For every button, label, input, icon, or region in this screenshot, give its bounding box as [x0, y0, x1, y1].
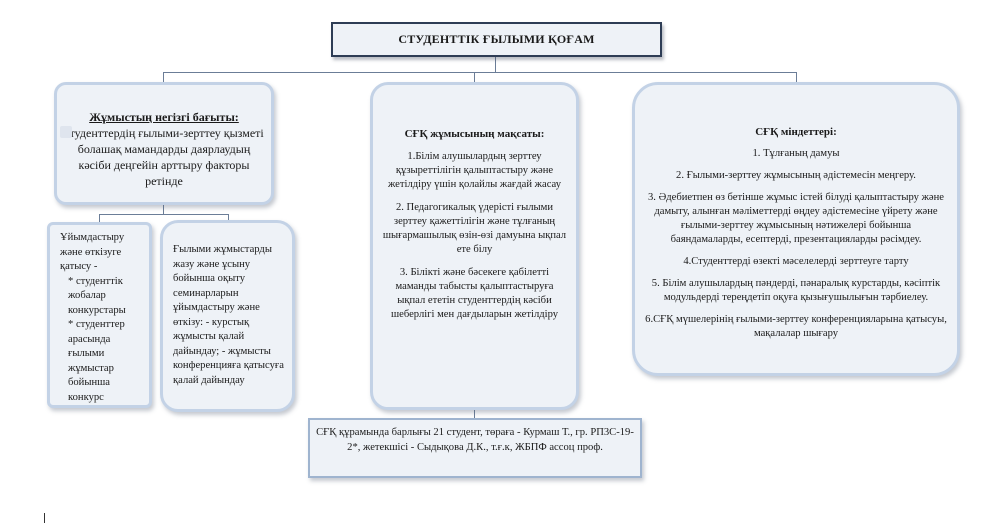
membership-text: СҒҚ құрамында барлығы 21 студент, төраға…	[316, 427, 634, 453]
connector-right-drop	[796, 72, 797, 83]
task-item: 2. Ғылыми-зерттеу жұмысының әдістемесін …	[676, 170, 916, 181]
connector-left-sub-down	[163, 205, 164, 215]
small-marker-icon	[60, 126, 72, 138]
diagram-title: СТУДЕНТТІК ҒЫЛЫМИ ҚОҒАМ	[331, 22, 662, 57]
connector-mid-drop	[474, 72, 475, 83]
task-item: 6.СҒҚ мүшелерінің ғылыми-зерттеу конфере…	[645, 314, 947, 339]
main-direction-heading: Жұмыстың негізгі бағыты:	[89, 110, 239, 124]
connector-horizontal-top	[163, 72, 797, 73]
organization-item: * студенттік жобалар конкурстары	[68, 275, 126, 316]
connector-sub2-drop	[228, 214, 229, 221]
main-direction-text: студенттердің ғылыми-зерттеу қызметі бол…	[64, 126, 264, 188]
connector-left-sub-horizontal	[99, 214, 229, 215]
goal-item: 3. Білікті және бәсекеге қабілетті маман…	[390, 267, 559, 320]
tasks-heading: СҒҚ міндеттері:	[755, 126, 837, 138]
main-direction-box: Жұмыстың негізгі бағыты: студенттердің ғ…	[54, 82, 274, 205]
connector-sub1-drop	[99, 214, 100, 223]
goal-item: 2. Педагогикалық үдерісті ғылыми зерттеу…	[382, 202, 567, 255]
task-item: 3. Әдебиетпен өз бетінше жұмыс істей біл…	[648, 192, 944, 245]
organization-box: Ұйымдастыру және өткізуге қатысу - * сту…	[47, 222, 152, 408]
goals-heading: СҒҚ жұмысының мақсаты:	[404, 128, 545, 140]
connector-title-down	[495, 57, 496, 73]
task-item: 1. Тұлғаның дамуы	[752, 148, 840, 159]
seminars-box: Ғылыми жұмыстарды жазу және ұсыну бойынш…	[160, 220, 295, 412]
task-item: 5. Білім алушылардың пәндерді, пәнаралық…	[651, 278, 941, 303]
goals-box: СҒҚ жұмысының мақсаты: 1.Білім алушылард…	[370, 82, 579, 410]
page-tick-mark	[44, 513, 45, 523]
title-text: СТУДЕНТТІК ҒЫЛЫМИ ҚОҒАМ	[398, 32, 595, 46]
membership-box: СҒҚ құрамында барлығы 21 студент, төраға…	[308, 418, 642, 478]
seminars-text: Ғылыми жұмыстарды жазу және ұсыну бойынш…	[173, 244, 284, 386]
organization-intro: Ұйымдастыру және өткізуге қатысу -	[60, 232, 125, 272]
task-item: 4.Студенттерді өзекті мәселелерді зертте…	[683, 256, 909, 267]
tasks-box: СҒҚ міндеттері: 1. Тұлғаның дамуы 2. Ғыл…	[632, 82, 960, 376]
connector-mid-to-bottom	[474, 410, 475, 419]
organization-item: * студенттер арасында ғылыми жұмыстар бо…	[68, 319, 125, 403]
connector-left-drop	[163, 72, 164, 83]
goal-item: 1.Білім алушылардың зерттеу құзыреттіліг…	[388, 151, 561, 190]
